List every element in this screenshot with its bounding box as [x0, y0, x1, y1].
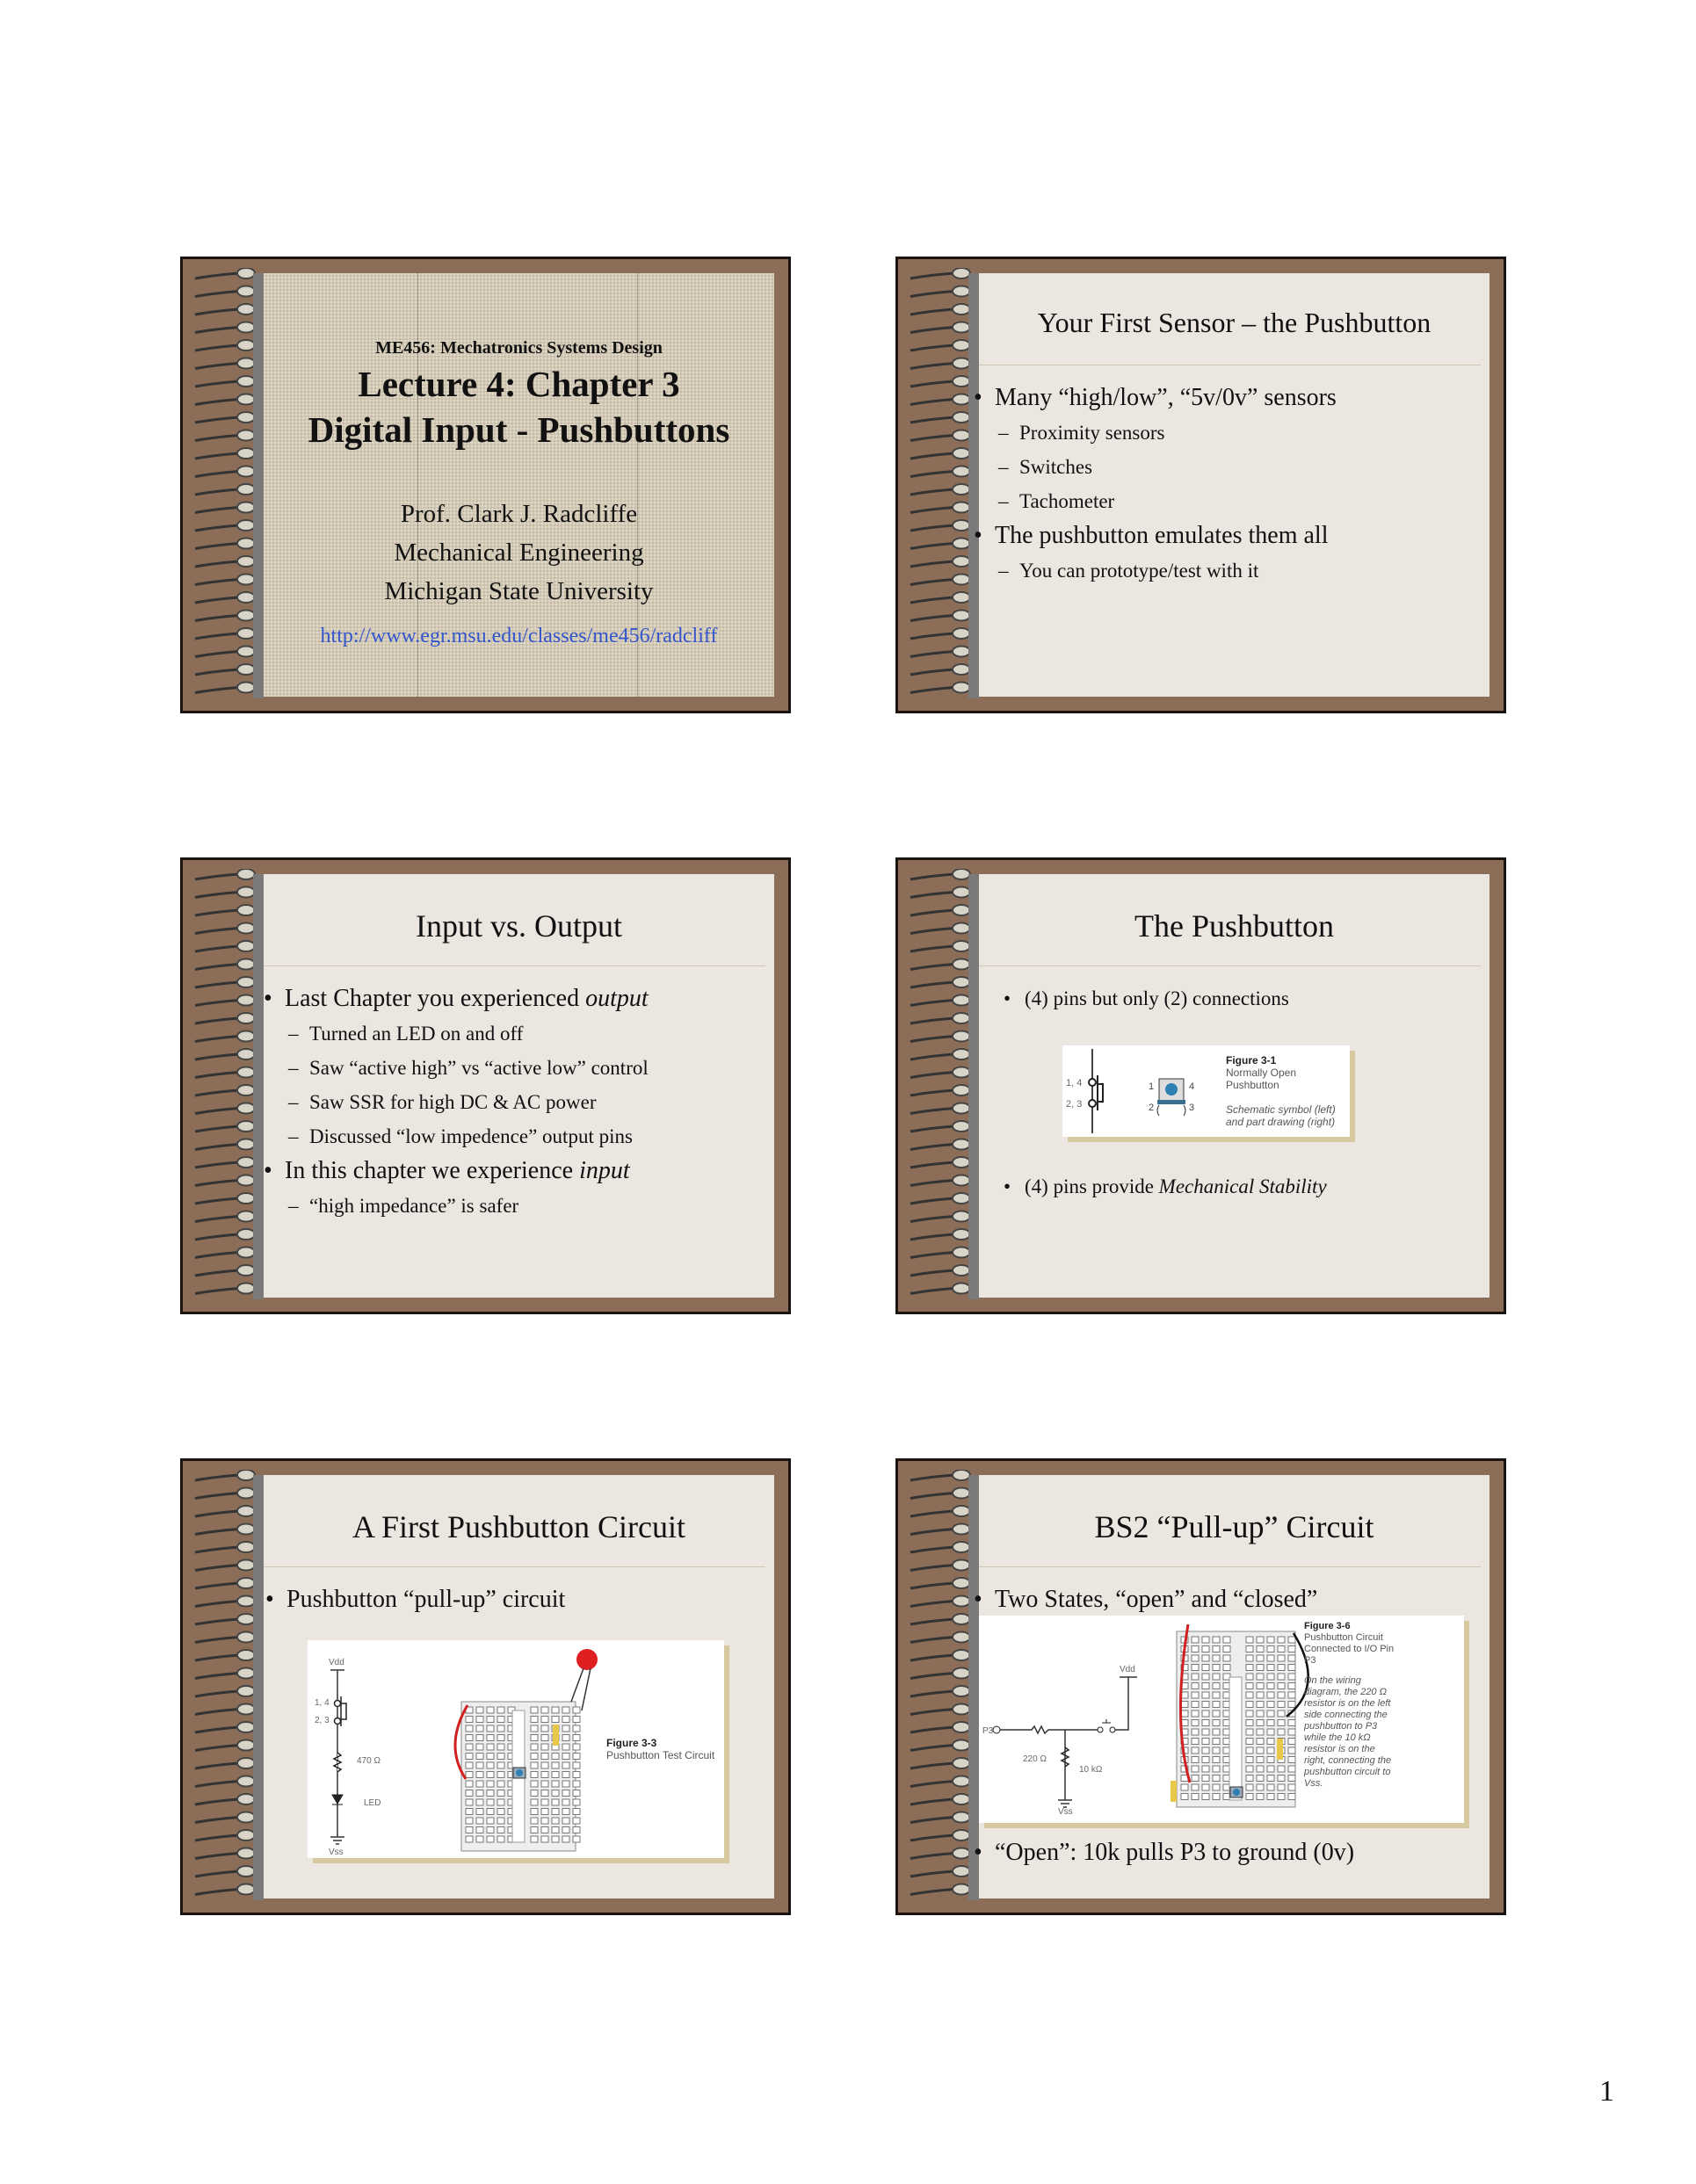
page-number: 1: [1599, 2075, 1614, 2108]
pushbutton-diagram: 1, 4 2, 3 1 2 3 4: [1066, 1049, 1194, 1133]
spiral-binding: [910, 869, 971, 1295]
sub-bullet: Saw SSR for high DC & AC power: [260, 1085, 767, 1119]
svg-text:Vss: Vss: [1058, 1807, 1073, 1817]
author-block: Prof. Clark J. Radcliffe Mechanical Engi…: [264, 495, 774, 611]
svg-text:P3: P3: [982, 1726, 994, 1736]
bullet: Pushbutton “pull-up” circuit: [262, 1582, 767, 1617]
bullet: (4) pins but only (2) connections: [1000, 981, 1482, 1016]
svg-text:2, 3: 2, 3: [1066, 1099, 1082, 1110]
divider: [264, 965, 765, 966]
svg-text:Vss: Vss: [329, 1848, 344, 1857]
sub-bullet: You can prototype/test with it: [970, 553, 1482, 588]
course-name: ME456: Mechatronics Systems Design: [375, 338, 663, 358]
description-line: side connecting the: [1304, 1710, 1388, 1720]
svg-text:1, 4: 1, 4: [1066, 1078, 1082, 1088]
bullet: Many “high/low”, “5v/0v” sensors: [970, 380, 1482, 416]
slide-panel: A First Pushbutton Circuit Pushbutton “p…: [264, 1475, 774, 1898]
slide-title: A First Pushbutton Circuit: [352, 1509, 686, 1544]
slide-title: Your First Sensor – the Pushbutton: [1037, 307, 1431, 338]
divider: [979, 965, 1481, 966]
slide-panel: The Pushbutton (4) pins but only (2) con…: [979, 874, 1489, 1298]
binding-strip: [968, 1475, 979, 1900]
university: Michigan State University: [384, 577, 654, 605]
divider: [979, 1566, 1481, 1567]
description-line: diagram, the 220 Ω: [1304, 1687, 1387, 1697]
bullet: The pushbutton emulates them all: [970, 518, 1482, 553]
bullet: In this chapter we experience input: [260, 1153, 767, 1189]
slide-6: BS2 “Pull-up” Circuit Two States, “open”…: [895, 1458, 1506, 1915]
sub-bullet: Tachometer: [970, 484, 1482, 518]
divider: [264, 1566, 765, 1567]
description-line: while the 10 kΩ: [1304, 1732, 1371, 1743]
svg-text:LED: LED: [364, 1798, 381, 1808]
description-line: Vss.: [1304, 1778, 1323, 1789]
figure-3-3: Vdd 1, 4 2, 3 470 Ω LED Vss: [308, 1640, 724, 1858]
svg-text:470 Ω: 470 Ω: [357, 1756, 381, 1766]
description-line: right, connecting the: [1304, 1755, 1392, 1766]
svg-text:2, 3: 2, 3: [315, 1716, 330, 1725]
svg-text:10 kΩ: 10 kΩ: [1079, 1765, 1103, 1775]
pushbutton-test-circuit: Vdd 1, 4 2, 3 470 Ω LED Vss: [315, 1649, 598, 1857]
binding-strip: [968, 874, 979, 1299]
slide-title: BS2 “Pull-up” Circuit: [1094, 1509, 1374, 1544]
slide-panel: BS2 “Pull-up” Circuit Two States, “open”…: [974, 1475, 1489, 1898]
binding-strip: [253, 273, 264, 698]
svg-text:Vdd: Vdd: [1120, 1665, 1135, 1674]
svg-text:1, 4: 1, 4: [315, 1698, 330, 1708]
description-line: pushbutton circuit to: [1304, 1767, 1391, 1777]
spiral-binding: [194, 869, 256, 1295]
slide-title: The Pushbutton: [1134, 908, 1334, 944]
svg-text:Vdd: Vdd: [329, 1658, 344, 1667]
bullet: “Open”: 10k pulls P3 to ground (0v): [970, 1835, 1482, 1870]
sub-bullet: Saw “active high” vs “active low” contro…: [260, 1051, 767, 1085]
pull-up-circuit: P3 220 Ω 10 kΩ Vdd Vss: [982, 1624, 1309, 1817]
spiral-binding: [194, 1470, 256, 1896]
slide-panel: Your First Sensor – the Pushbutton Many …: [974, 273, 1489, 697]
slide-3: Input vs. Output Last Chapter you experi…: [180, 857, 791, 1314]
author: Prof. Clark J. Radcliffe: [400, 500, 638, 528]
sub-bullet: Proximity sensors: [970, 416, 1482, 450]
sub-bullet: Discussed “low impedence” output pins: [260, 1119, 767, 1153]
spiral-binding: [910, 268, 971, 694]
svg-text:4: 4: [1189, 1081, 1194, 1092]
svg-text:2: 2: [1149, 1103, 1154, 1113]
svg-text:1: 1: [1149, 1081, 1154, 1092]
slide-4: The Pushbutton (4) pins but only (2) con…: [895, 857, 1506, 1314]
department: Mechanical Engineering: [394, 539, 644, 567]
description-line: resistor is on the left: [1304, 1698, 1391, 1709]
description-line: resistor is on the: [1304, 1744, 1375, 1754]
slide-2: Your First Sensor – the Pushbutton Many …: [895, 257, 1506, 713]
sub-bullet: Turned an LED on and off: [260, 1016, 767, 1051]
slide-5: A First Pushbutton Circuit Pushbutton “p…: [180, 1458, 791, 1915]
slide-1-title: ME456: Mechatronics Systems Design Lectu…: [180, 257, 791, 713]
spiral-binding: [194, 268, 256, 694]
binding-strip: [253, 1475, 264, 1900]
description-line: On the wiring: [1304, 1675, 1361, 1686]
bullet: Two States, “open” and “closed”: [970, 1582, 1482, 1617]
slide-panel: ME456: Mechatronics Systems Design Lectu…: [264, 273, 774, 697]
bullet: (4) pins provide Mechanical Stability: [1000, 1169, 1482, 1204]
sub-bullet: Switches: [970, 450, 1482, 484]
spiral-binding: [910, 1470, 971, 1896]
slide-title: Input vs. Output: [415, 908, 622, 944]
svg-text:3: 3: [1189, 1103, 1194, 1113]
svg-text:220 Ω: 220 Ω: [1023, 1754, 1047, 1764]
sub-bullet: “high impedance” is safer: [260, 1189, 767, 1223]
course-url-link[interactable]: http://www.egr.msu.edu/classes/me456/rad…: [320, 625, 718, 647]
slide-panel: Input vs. Output Last Chapter you experi…: [264, 874, 774, 1298]
figure-3-6: P3 220 Ω 10 kΩ Vdd Vss: [979, 1616, 1464, 1823]
description-line: pushbutton to P3: [1304, 1721, 1378, 1732]
bullet: Last Chapter you experienced output: [260, 981, 767, 1016]
